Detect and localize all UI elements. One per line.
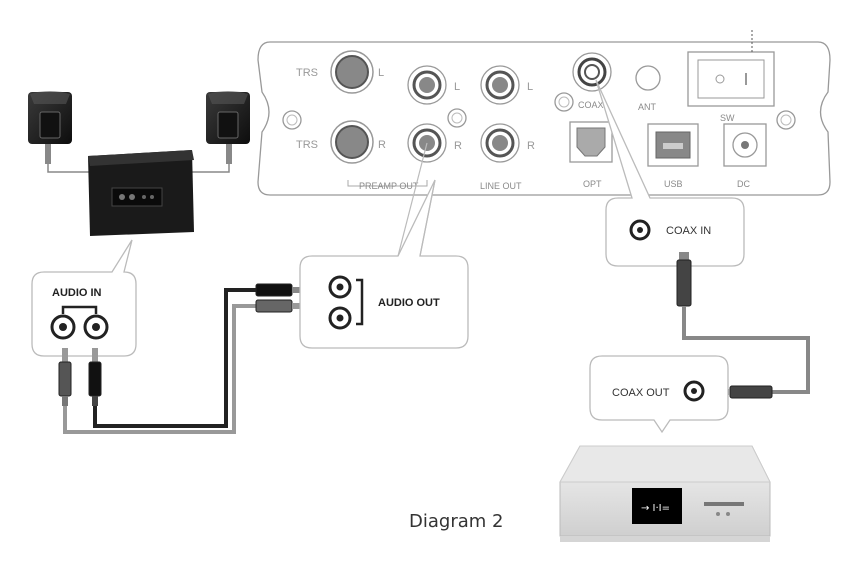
coax-plug-top xyxy=(676,252,692,307)
coax-out-callout xyxy=(589,355,729,434)
coax-cable xyxy=(682,306,810,394)
antenna-connector xyxy=(635,65,661,91)
source-device: → I·I= xyxy=(559,445,771,542)
audio-out-jack-bottom xyxy=(328,306,352,330)
diagram-caption: Diagram 2 xyxy=(409,511,503,532)
lineout-r-label: R xyxy=(527,140,535,152)
coax-in-callout xyxy=(595,79,745,267)
rca-plug-top xyxy=(255,283,306,297)
sw-label: SW xyxy=(720,113,735,123)
rca-cable-black xyxy=(93,288,262,428)
audio-out-bracket xyxy=(356,278,364,326)
trs-r-channel: R xyxy=(378,139,386,151)
dc-port xyxy=(723,123,767,167)
rca-cable-grey xyxy=(63,304,262,434)
power-switch xyxy=(687,51,775,107)
audio-out-label: AUDIO OUT xyxy=(378,297,440,309)
rca-preamp-left xyxy=(407,65,447,105)
panel-screw-left xyxy=(282,110,302,130)
audio-out-leader-a xyxy=(397,142,428,257)
rca-plug-bottom xyxy=(255,299,306,313)
line-out-label: LINE OUT xyxy=(480,181,522,191)
coax-in-jack xyxy=(629,219,651,241)
coax-out-label: COAX OUT xyxy=(612,387,670,399)
coax-out-jack xyxy=(683,380,705,402)
svg-text:→ I·I=: → I·I= xyxy=(641,503,670,514)
opt-label: OPT xyxy=(583,179,602,189)
audio-in-jack-right xyxy=(83,314,109,340)
audio-in-bracket xyxy=(61,305,98,314)
rca-plug-right xyxy=(88,348,102,406)
audio-out-leader-b xyxy=(419,179,436,257)
coax-in-label: COAX IN xyxy=(666,225,711,237)
rca-line-left xyxy=(480,65,520,105)
rca-plug-left xyxy=(58,348,72,406)
panel-screw-coax xyxy=(554,92,574,112)
trs-jack-right xyxy=(330,120,374,164)
speaker-left xyxy=(28,91,72,164)
preamp-r-label: R xyxy=(454,140,462,152)
amplifier-box xyxy=(88,150,194,236)
audio-in-label: AUDIO IN xyxy=(52,287,102,299)
trs-left-label: TRS xyxy=(296,67,318,79)
preamp-out-label: PREAMP OUT xyxy=(359,181,419,191)
preamp-bracket xyxy=(347,180,428,187)
trs-right-label: TRS xyxy=(296,139,318,151)
lineout-l-label: L xyxy=(527,81,533,93)
coax-label: COAX xyxy=(578,100,604,110)
usb-port xyxy=(647,123,699,167)
dc-label: DC xyxy=(737,179,750,189)
panel-screw-mid xyxy=(447,108,467,128)
rca-line-right xyxy=(480,123,520,163)
audio-out-callout xyxy=(299,179,469,349)
audio-out-jack-top xyxy=(328,275,352,299)
speaker-right xyxy=(206,91,250,164)
optical-port xyxy=(569,121,613,163)
trs-jack-left xyxy=(330,50,374,94)
preamp-l-label: L xyxy=(454,81,460,93)
coax-jack xyxy=(572,52,612,92)
audio-in-jack-left xyxy=(50,314,76,340)
panel-screw-right xyxy=(776,110,796,130)
ant-label: ANT xyxy=(638,102,657,112)
trs-l-channel: L xyxy=(378,67,384,79)
usb-label: USB xyxy=(664,179,683,189)
